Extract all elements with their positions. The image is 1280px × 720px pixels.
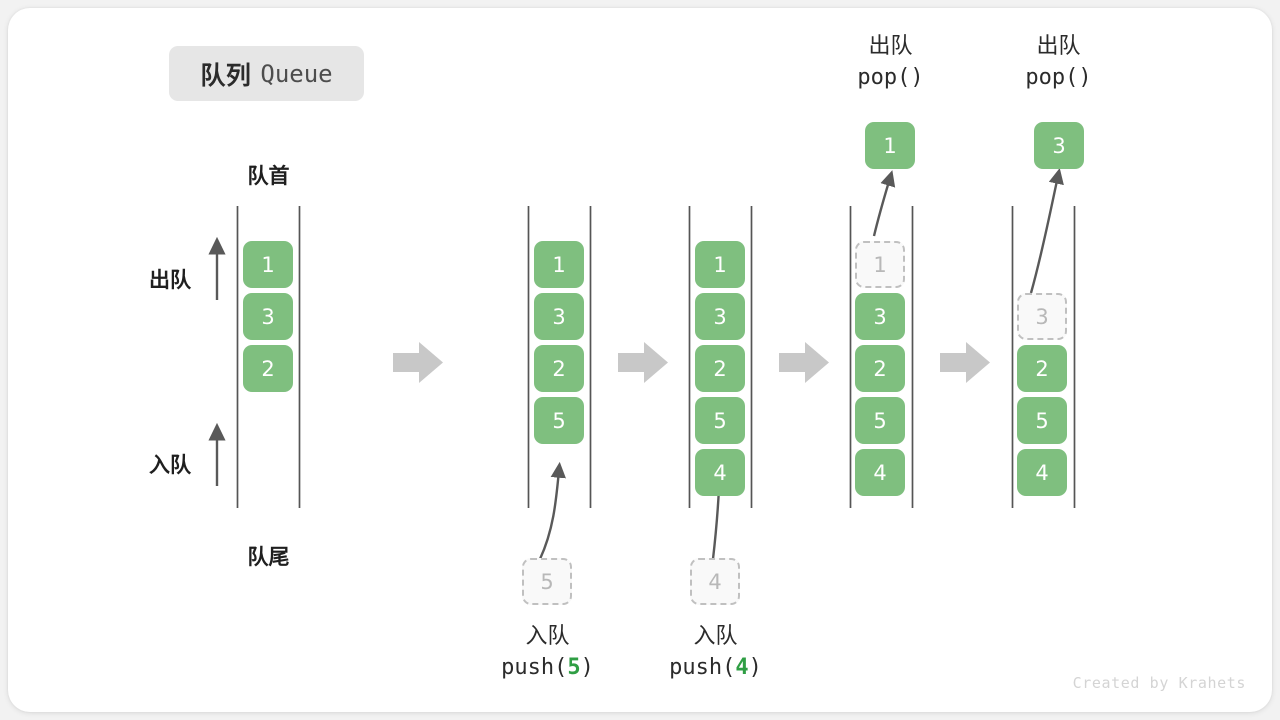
push-caption-cn: 入队 (693, 624, 738, 649)
queue-cell[interactable]: 2 (534, 345, 584, 392)
push-code-suffix: ) (748, 655, 762, 681)
pop-caption-cn: 出队 (868, 34, 913, 59)
queue-cell[interactable]: 2 (1017, 345, 1067, 392)
title-badge: 队列 Queue (169, 46, 364, 101)
queue-cell[interactable]: 1 (243, 241, 293, 288)
queue-cell[interactable]: 4 (695, 449, 745, 496)
pop-code-prefix: pop( (1025, 65, 1079, 91)
footer-credit: Created by Krahets (1072, 674, 1246, 692)
queue-cell[interactable]: 5 (534, 397, 584, 444)
pop-arrow-col-4 (872, 170, 896, 237)
push-arrow-col-2 (538, 461, 566, 560)
incoming-ghost-cell: 4 (690, 558, 740, 605)
queue-cell[interactable]: 2 (695, 345, 745, 392)
queue-cell[interactable]: 4 (1017, 449, 1067, 496)
pop-caption-code: pop() (971, 62, 1146, 93)
push-arrow-col-3 (710, 479, 727, 560)
diagram-card: 队列 Queue 队首 队尾 出队 入队 1 3 2 1 3 2 5 5 入队 … (8, 8, 1272, 712)
queue-cell[interactable]: 5 (1017, 397, 1067, 444)
queue-cell[interactable]: 3 (534, 293, 584, 340)
pop-caption-3: 出队 pop() (971, 31, 1146, 93)
diagram-vector-overlay (208, 168, 1076, 560)
queue-rear-label: 队尾 (247, 545, 290, 569)
push-caption-4: 入队 push(4) (628, 621, 803, 683)
push-caption-code: push(4) (628, 652, 803, 683)
push-code-prefix: push( (669, 655, 736, 681)
queue-cell[interactable]: 5 (855, 397, 905, 444)
pop-code-suffix: ) (910, 65, 924, 91)
popped-cell[interactable]: 3 (1034, 122, 1084, 169)
queue-cell[interactable]: 2 (243, 345, 293, 392)
pop-caption-code: pop() (803, 62, 978, 93)
enqueue-side-label: 入队 (149, 453, 191, 477)
title-label-en: Queue (260, 59, 333, 88)
queue-cell[interactable]: 1 (695, 241, 745, 288)
push-caption-5: 入队 push(5) (460, 621, 635, 683)
push-caption-cn: 入队 (525, 624, 570, 649)
pop-arrow-col-5 (1029, 168, 1064, 294)
transition-arrow-4 (940, 342, 990, 383)
push-code-arg: 4 (735, 655, 749, 681)
queue-cell-ghost: 1 (855, 241, 905, 288)
title-label-cn: 队列 (200, 60, 252, 90)
queue-front-label: 队首 (247, 164, 290, 188)
transition-arrow-3 (779, 342, 829, 383)
queue-cell[interactable]: 1 (534, 241, 584, 288)
push-code-suffix: ) (580, 655, 594, 681)
queue-cell[interactable]: 3 (695, 293, 745, 340)
transition-arrow-1 (393, 342, 443, 383)
queue-cell[interactable]: 3 (243, 293, 293, 340)
queue-cell[interactable]: 2 (855, 345, 905, 392)
pop-caption-cn: 出队 (1036, 34, 1081, 59)
pop-code-prefix: pop( (857, 65, 911, 91)
pop-caption-1: 出队 pop() (803, 31, 978, 93)
dequeue-side-label: 出队 (149, 268, 191, 292)
queue-cell[interactable]: 3 (855, 293, 905, 340)
popped-cell[interactable]: 1 (865, 122, 915, 169)
queue-cell[interactable]: 4 (855, 449, 905, 496)
queue-cell[interactable]: 5 (695, 397, 745, 444)
incoming-ghost-cell: 5 (522, 558, 572, 605)
push-caption-code: push(5) (460, 652, 635, 683)
queue-cell-ghost: 3 (1017, 293, 1067, 340)
pop-code-suffix: ) (1078, 65, 1092, 91)
transition-arrow-2 (618, 342, 668, 383)
push-code-prefix: push( (501, 655, 568, 681)
push-code-arg: 5 (567, 655, 581, 681)
